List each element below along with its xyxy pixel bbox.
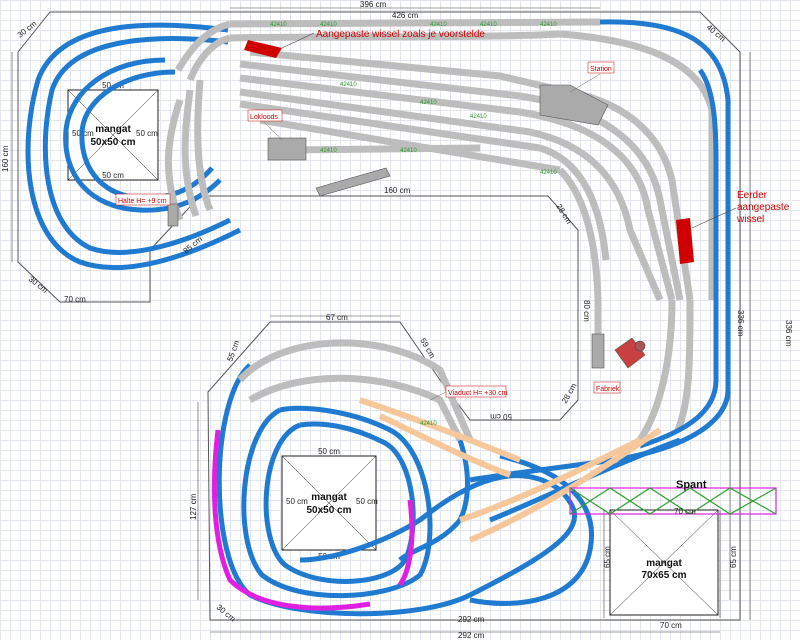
halte-platform [167,203,179,227]
station-building [539,84,609,126]
svg-text:42410: 42410 [420,100,437,106]
dim-bottom-292: 292 cm [458,615,485,624]
dim-spant-70: 70 cm [674,507,696,516]
svg-text:42410: 42410 [420,421,437,427]
manhole-bl-title: mangat [311,492,347,503]
label-fabriek: Fabriek [596,386,620,393]
dim-upper-67: 67 cm [326,313,348,322]
platform-bar [315,167,391,197]
dim-br-70: 70 cm [660,621,682,630]
note-wissel-right-1: Eerder [737,190,768,201]
note-wissel-right-2: aangepaste [737,202,790,213]
dim-right-inner: 336 cm [736,310,745,337]
manhole-tl-size: 50x50 cm [90,137,135,148]
manhole-bl-dim-left: 50 cm [286,497,308,506]
svg-text:42410: 42410 [320,148,337,154]
dim-diag-28a: 28 cm [554,202,573,226]
dim-mid-50: 50 cm [490,412,512,421]
manhole-bl-size: 50x50 cm [306,505,351,516]
svg-text:42410: 42410 [400,148,417,154]
dim-mid-80: 80 cm [582,300,591,322]
svg-text:42410: 42410 [540,170,557,176]
dim-right-outer: 336 cm [784,320,793,347]
svg-text:42410: 42410 [470,114,487,120]
dim-br-65b: 65 cm [729,546,738,568]
dim-top-inner: 426 cm [392,11,419,20]
dim-diag-28b: 28 cm [560,381,579,405]
lokloods-building [267,137,307,161]
dim-top: 396 cm [360,0,387,9]
magenta-tracks [211,429,415,611]
spant-truss [569,487,777,515]
annotations: Aangepaste wissel zoals je voorstelde Ee… [115,29,790,491]
blue-tracks-top-left [25,22,242,271]
fabriek-building [591,333,646,369]
manhole-bl-dim-right: 50 cm [356,497,378,506]
svg-text:42410: 42410 [270,22,287,28]
label-lokloods: Lokloods [250,114,279,121]
dim-left-127: 127 cm [189,493,198,520]
label-viaduct: Viaduct H= +30 cm [448,390,508,397]
manhole-tl-dim-right: 50 cm [136,129,158,138]
manhole-br-title: mangat [646,558,682,569]
manhole-top-left: mangat 50x50 cm 50 cm 50 cm 50 cm 50 cm [67,81,159,181]
turnout-highlight-right [676,218,694,264]
manhole-bottom-left: mangat 50x50 cm 50 cm 50 cm 50 cm 50 cm [281,447,378,561]
dim-bottom-292b: 292 cm [458,631,485,640]
svg-text:42410: 42410 [480,22,497,28]
manhole-br-size: 70x65 cm [641,570,686,581]
track-number-labels: 42410 42410 42410 42410 42410 42410 4241… [270,22,557,427]
dim-bottom-left-diag: 30 cm [27,274,50,295]
label-station: Station [590,66,612,73]
dim-br-65a: 65 cm [603,546,612,568]
grey-tracks-bottom [237,339,474,442]
grey-tracks-right [519,30,716,442]
manhole-bottom-right: mangat 70x65 cm [609,509,719,616]
dim-bottom-left-w: 70 cm [64,295,86,304]
baseboard-outline [17,11,741,621]
svg-text:42410: 42410 [340,82,357,88]
dim-corner-tr: 40 cm [705,23,728,44]
turnout-highlight-top [244,40,282,58]
svg-text:42410: 42410 [320,22,337,28]
dim-upper-55: 55 cm [225,339,241,363]
dim-bottom-30: 30 cm [215,603,238,624]
note-wissel-right-3: wissel [736,214,764,225]
label-halte: Halte H= +9 cm [118,198,167,205]
svg-text:42410: 42410 [540,22,557,28]
peach-tracks [359,397,662,543]
dim-mid-160: 160 cm [384,186,411,195]
svg-text:42410: 42410 [430,22,447,28]
dim-corner-tl: 30 cm [16,19,39,40]
manhole-tl-dim-bottom: 50 cm [102,171,124,180]
dim-left: 160 cm [1,145,10,172]
manhole-bl-dim-top: 50 cm [318,447,340,456]
note-wissel-top: Aangepaste wissel zoals je voorstelde [316,29,485,40]
manhole-tl-title: mangat [95,124,131,135]
blue-tracks-right [469,19,731,483]
label-spant: Spant [676,479,707,491]
